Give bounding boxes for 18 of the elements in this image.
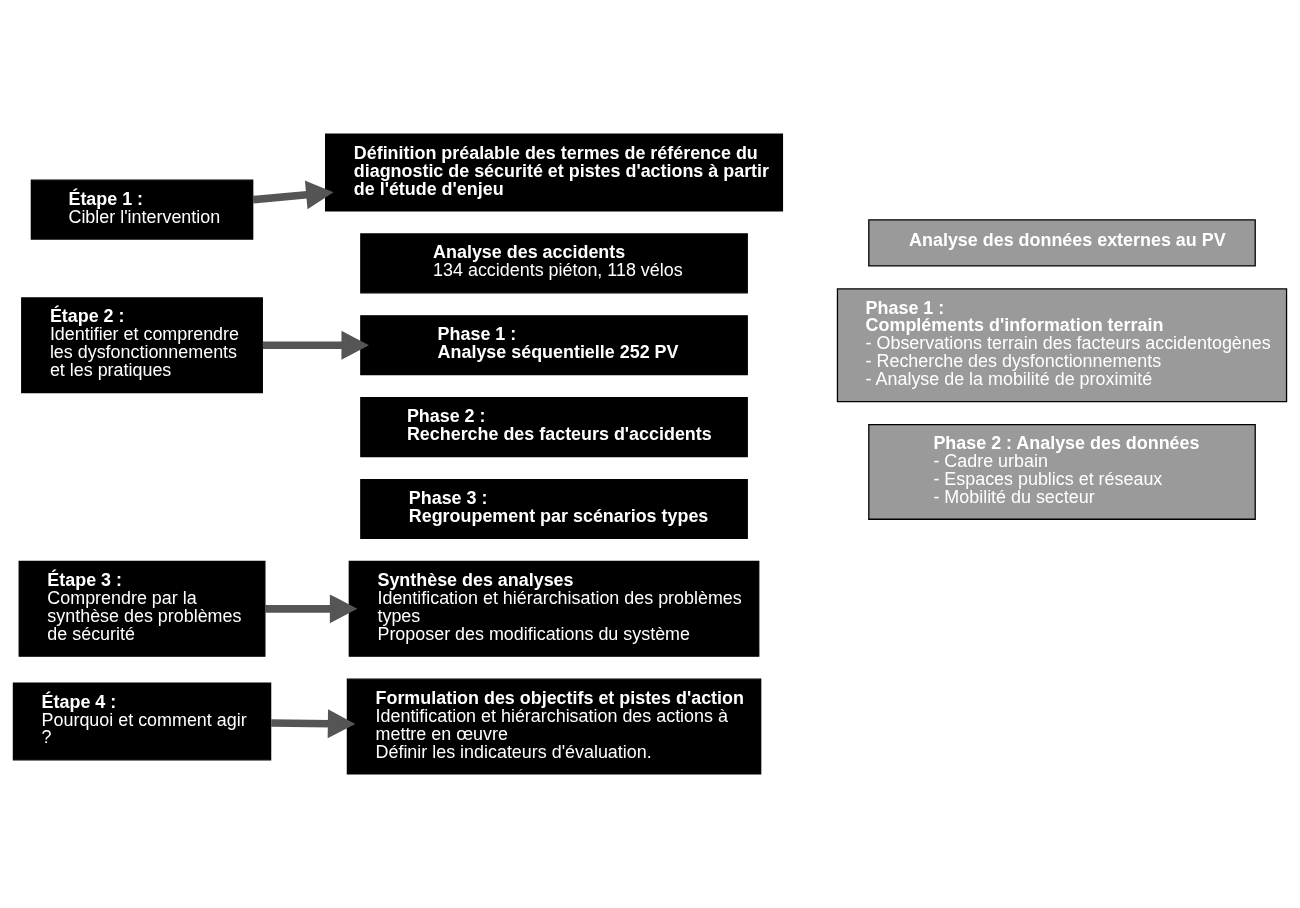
node-box: Phase 2 : Recherche des facteurs d'accidents xyxy=(360,397,748,458)
node-box: Analyse des accidents 134 accidents piéton, 118 vélos xyxy=(360,233,748,294)
arrow xyxy=(271,709,356,739)
node-box: Formulation des objectifs et pistes d'action Identification et hiérarchisation des actions à mettre en œuvre Définir les indicateurs d'évaluation. xyxy=(346,678,762,775)
node-box: Étape 3 : Comprendre par la synthèse des problèmes de sécurité xyxy=(18,560,266,657)
node-box: Phase 3 : Regroupement par scénarios types xyxy=(360,478,748,540)
node-box: Étape 2 : Identifier et comprendre les dysfonctionnements et les pratiques xyxy=(21,297,263,394)
node-box: Synthèse des analyses Identification et hiérarchisation des problèmes types Proposer des modifications du système xyxy=(348,560,760,657)
node-box: Phase 1 : Compléments d'information terrain - Observations terrain des facteurs accidentogènes - Recherche des dysfonctionnements - Analyse de la mobilité de proximité xyxy=(836,288,1288,403)
node-box: Phase 2 : Analyse des données - Cadre urbain - Espaces publics et réseaux - Mobilité du secteur xyxy=(868,423,1256,520)
arrow xyxy=(252,180,334,210)
node-box: Analyse des données externes au PV xyxy=(868,219,1256,267)
node-box: Phase 1 : Analyse séquentielle 252 PV xyxy=(360,315,748,376)
arrow xyxy=(265,594,358,624)
node-box: Définition préalable des termes de référence du diagnostic de sécurité et pistes d'actions à partir de l'étude d'enjeu xyxy=(325,133,784,212)
arrow xyxy=(262,330,369,360)
node-box: Étape 4 : Pourquoi et comment agir ? xyxy=(12,682,272,761)
node-box: Étape 1 : Cibler l'intervention xyxy=(30,179,254,240)
